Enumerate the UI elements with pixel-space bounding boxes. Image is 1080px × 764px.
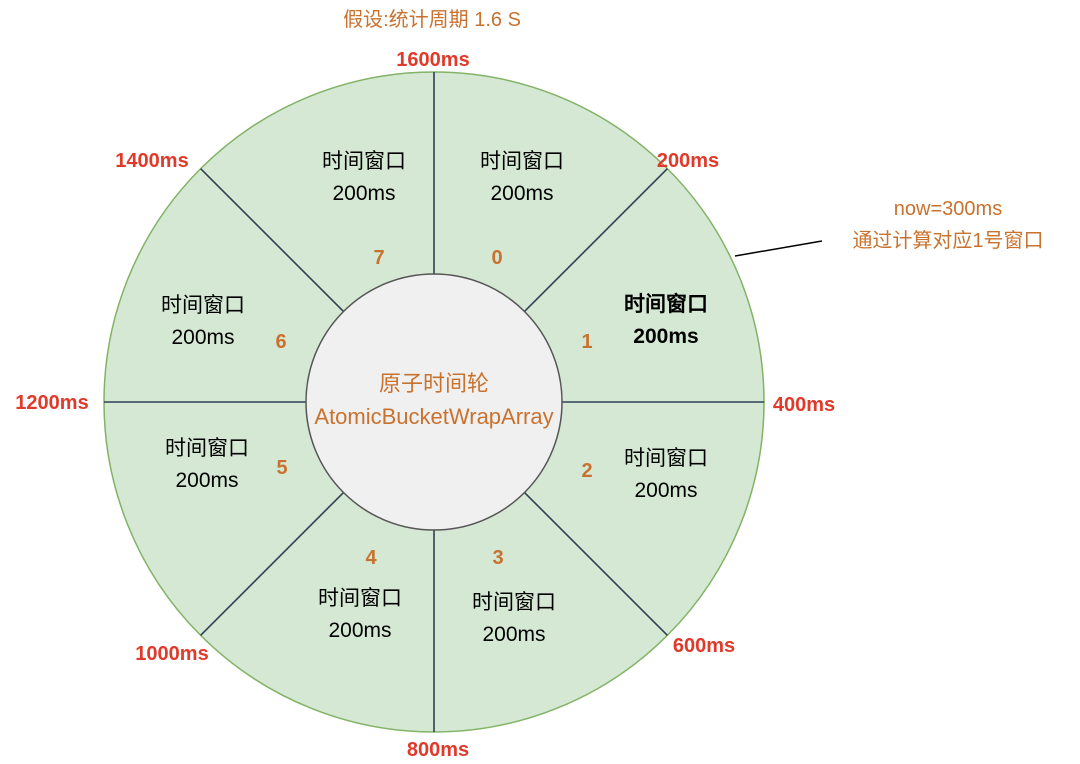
ring-spoke bbox=[523, 491, 668, 636]
spoke-layer bbox=[104, 72, 764, 732]
window-label: 时间窗口 bbox=[480, 150, 564, 173]
window-index: 0 bbox=[491, 247, 502, 269]
tick-label: 1400ms bbox=[115, 150, 188, 172]
window-label: 时间窗口 bbox=[322, 150, 406, 173]
hub-subtitle: AtomicBucketWrapArray bbox=[314, 404, 553, 429]
note-leader-line bbox=[734, 240, 823, 257]
tick-label: 400ms bbox=[773, 394, 835, 416]
note-now-value: now=300ms bbox=[894, 198, 1002, 220]
note-window-mapping: 通过计算对应1号窗口 bbox=[852, 229, 1043, 252]
window-label: 时间窗口 bbox=[624, 447, 708, 470]
window-duration: 200ms bbox=[482, 623, 545, 646]
ring-spoke bbox=[200, 168, 345, 313]
window-label: 时间窗口 bbox=[472, 591, 556, 614]
tick-label: 800ms bbox=[407, 739, 469, 759]
window-index: 1 bbox=[581, 331, 592, 353]
ring-spoke bbox=[523, 168, 668, 313]
ring-spoke bbox=[200, 491, 345, 636]
tick-label: 1200ms bbox=[15, 392, 88, 414]
window-index: 5 bbox=[276, 457, 287, 479]
window-label: 时间窗口 bbox=[161, 294, 245, 317]
hub-title: 原子时间轮 bbox=[379, 371, 489, 396]
window-index: 6 bbox=[275, 331, 286, 353]
hub-layer bbox=[305, 273, 563, 531]
window-label: 时间窗口 bbox=[318, 587, 402, 610]
label-layer: 时间窗口 200ms 0 时间窗口 200ms 1 时间窗口 200ms 2 时间窗口 200ms 3… bbox=[15, 49, 835, 761]
window-label: 时间窗口 bbox=[165, 437, 249, 460]
diagram-title: 假设:统计周期 1.6 S bbox=[343, 8, 521, 31]
window-duration: 200ms bbox=[175, 469, 238, 492]
tick-label: 1000ms bbox=[135, 643, 208, 665]
window-duration: 200ms bbox=[328, 619, 391, 642]
window-label: 时间窗口 bbox=[624, 292, 708, 316]
window-duration: 200ms bbox=[490, 182, 553, 205]
hub-circle bbox=[305, 273, 563, 531]
window-index: 7 bbox=[373, 247, 384, 269]
window-duration: 200ms bbox=[171, 326, 234, 349]
tick-label: 1600ms bbox=[396, 49, 469, 71]
tick-label: 600ms bbox=[673, 635, 735, 657]
window-duration: 200ms bbox=[634, 479, 697, 502]
window-duration: 200ms bbox=[332, 182, 395, 205]
window-index: 2 bbox=[581, 460, 592, 482]
window-index: 4 bbox=[365, 547, 377, 569]
window-index: 3 bbox=[492, 547, 503, 569]
window-duration: 200ms bbox=[633, 325, 698, 348]
tick-label: 200ms bbox=[657, 150, 719, 172]
